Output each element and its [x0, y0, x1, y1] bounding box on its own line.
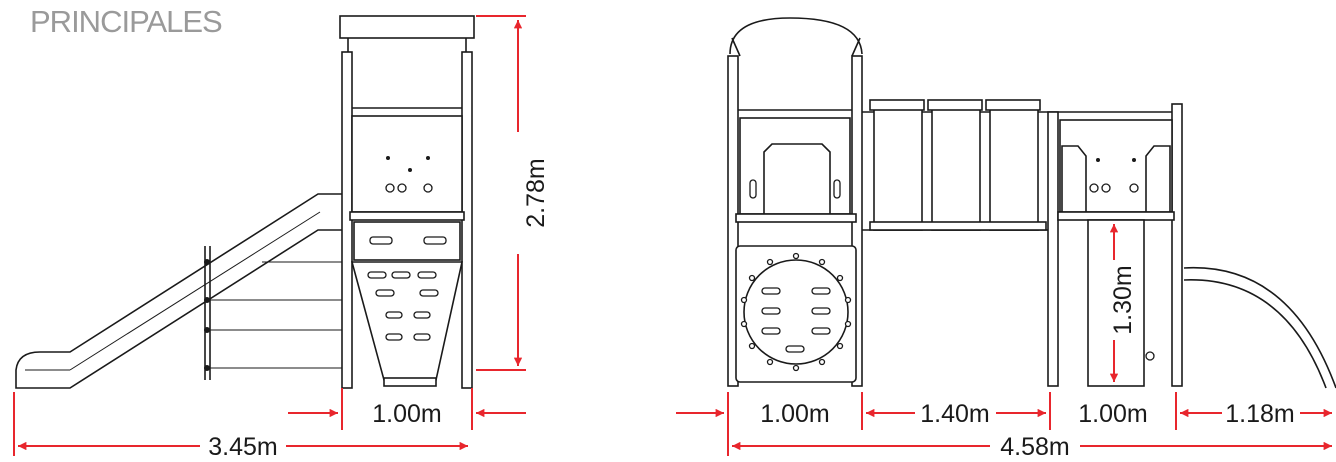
slide-profile [15, 193, 342, 389]
arched-roof [729, 17, 863, 55]
front-seg-bridge-label: 1.40m [920, 400, 989, 428]
roof-panel [339, 15, 475, 39]
bridge-panel-1 [873, 101, 923, 231]
side-height-label: 2.78m [522, 158, 550, 227]
bridge-panel-3 [989, 101, 1039, 231]
page-heading: PRINCIPALES [30, 4, 223, 39]
bridge-panel-2 [931, 101, 981, 231]
side-view-dimensions: 2.78m 1.00m 3.45m [13, 15, 550, 461]
upper-panel [351, 115, 463, 213]
side-view-drawing [15, 15, 475, 389]
front-overall-length-label: 4.58m [1000, 433, 1069, 461]
slide-curve [1183, 266, 1336, 389]
tower2-entry [1087, 219, 1145, 387]
porthole [743, 259, 849, 365]
front-view-dimensions: 1.00m 1.40m 1.00m 1.18m 4.58m 1.30m [676, 224, 1332, 461]
porthole-bolts [740, 252, 852, 372]
front-seg-tower-label: 1.00m [760, 400, 829, 428]
front-view-drawing [727, 17, 1336, 389]
climbing-ramp [350, 261, 463, 381]
front-seg-tower2-label: 1.00m [1078, 400, 1147, 428]
front-platform-height-label: 1.30m [1109, 265, 1137, 334]
side-platform-width-label: 1.00m [372, 400, 441, 428]
side-overall-length-label: 3.45m [208, 433, 277, 461]
front-seg-slide-label: 1.18m [1225, 400, 1294, 428]
